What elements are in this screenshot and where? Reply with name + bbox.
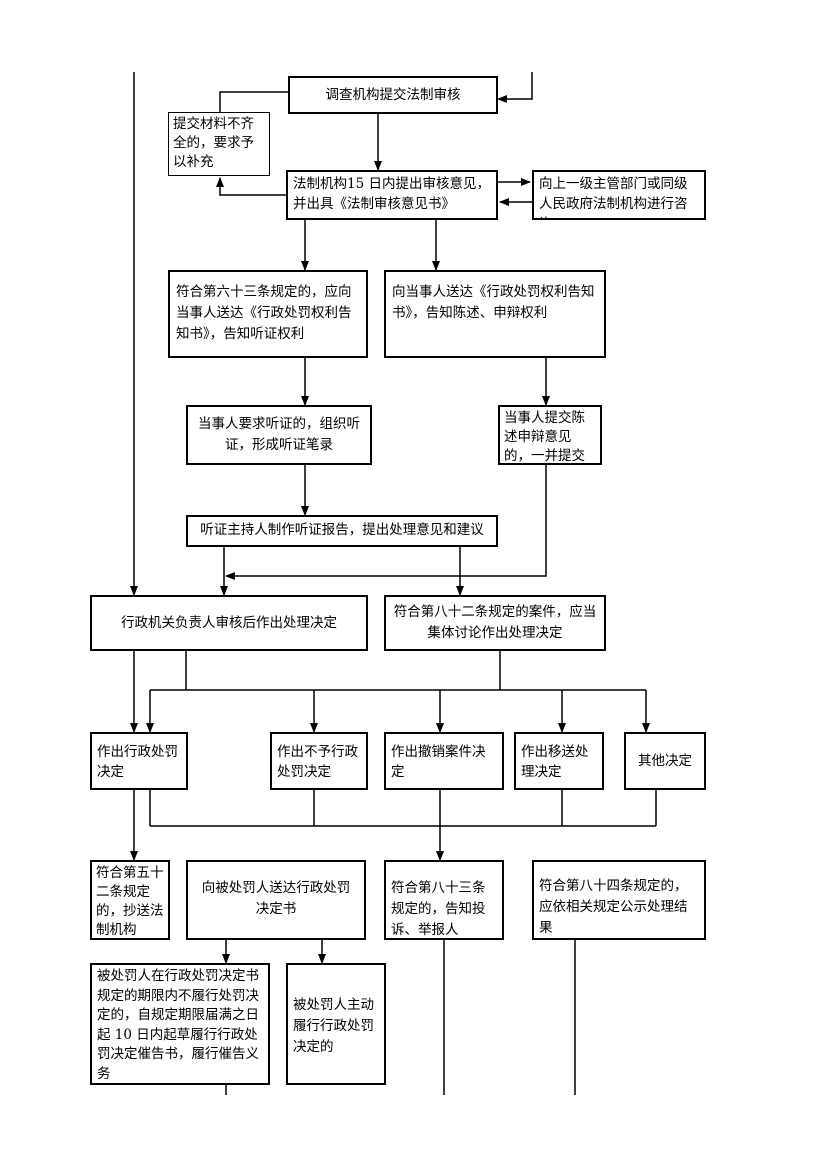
node-not-perform: 被处罚人在行政处罚决定书规定的期限内不履行处罚决定的，自规定期限届满之日起 10… bbox=[90, 963, 270, 1085]
node-revoke-case: 作出撤销案件决定 bbox=[384, 732, 504, 790]
node-hearing-request: 当事人要求听证的，组织听证，形成听证笔录 bbox=[186, 405, 372, 465]
node-statement: 当事人提交陈述申辩意见的，一并提交 bbox=[498, 405, 602, 465]
node-review-15-days: 法制机构15 日内提出审核意见，并出具《法制审核意见书》 bbox=[286, 170, 498, 220]
node-article-84: 符合第八十四条规定的，应依相关规定公示处理结果 bbox=[532, 860, 706, 940]
node-serve-decision: 向被处罚人送达行政处罚决定书 bbox=[186, 860, 366, 940]
node-article-83: 符合第八十三条规定的，告知投诉、举报人 bbox=[384, 860, 504, 940]
node-article-52: 符合第五十二条规定的，抄送法制机构 bbox=[90, 860, 170, 940]
incomplete-loop-back bbox=[216, 177, 286, 196]
node-consult: 向上一级主管部门或同级人民政府法制机构进行咨询 bbox=[532, 170, 706, 220]
statement-merge-line bbox=[225, 465, 547, 580]
node-article-63: 符合第六十三条规定的，应向当事人送达《行政处罚权利告知书》，告知听证权利 bbox=[168, 270, 368, 358]
top-right-arrow bbox=[497, 72, 533, 103]
node-article-82: 符合第八十二条规定的案件，应当集体讨论作出处理决定 bbox=[384, 595, 606, 651]
node-head-decision: 行政机关负责人审核后作出处理决定 bbox=[90, 595, 368, 651]
node-perform: 被处罚人主动履行行政处罚决定的 bbox=[286, 963, 386, 1085]
node-no-penalty-decision: 作出不予行政处罚决定 bbox=[270, 732, 368, 790]
node-incomplete-materials: 提交材料不齐全的，要求予以补充 bbox=[168, 112, 270, 176]
node-notify-rights: 向当事人送达《行政处罚权利告知书》，告知陈述、申辩权利 bbox=[384, 270, 606, 358]
node-hearing-report: 听证主持人制作听证报告，提出处理意见和建议 bbox=[186, 515, 498, 547]
node-submit-review: 调查机构提交法制审核 bbox=[288, 76, 498, 114]
node-transfer-decision: 作出移送处理决定 bbox=[514, 732, 604, 790]
node-penalty-decision: 作出行政处罚决定 bbox=[90, 732, 188, 790]
node-other-decision: 其他决定 bbox=[624, 732, 706, 790]
